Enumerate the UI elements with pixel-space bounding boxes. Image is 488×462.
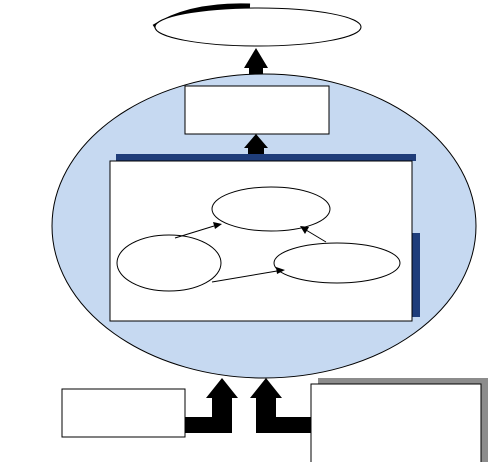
- up-arrow-top: [244, 48, 268, 82]
- connector-right-to-top: [305, 229, 327, 243]
- bottom-right-box-shadow-right: [481, 378, 488, 462]
- connector-left-to-right-head: [276, 267, 285, 274]
- bottom-right-box-shadow-top: [318, 378, 488, 385]
- top-ellipse: [154, 7, 362, 47]
- inner-right-ellipse: [273, 242, 401, 284]
- inner-top-ellipse: [211, 186, 331, 232]
- elbow-arrow-right: [250, 378, 311, 433]
- inner-left-ellipse: [116, 234, 222, 292]
- connector-left-to-top: [174, 225, 215, 239]
- connector-left-to-top-head: [213, 222, 222, 229]
- bottom-left-box: [61, 388, 186, 438]
- connector-right-to-top-head: [300, 226, 309, 234]
- connector-left-to-right: [211, 270, 278, 283]
- bottom-right-box: [310, 383, 482, 462]
- inner-rect-shadow-right: [411, 233, 420, 317]
- elbow-arrow-left: [185, 378, 238, 433]
- inner-rect-shadow-top: [116, 154, 416, 161]
- top-box: [184, 85, 330, 135]
